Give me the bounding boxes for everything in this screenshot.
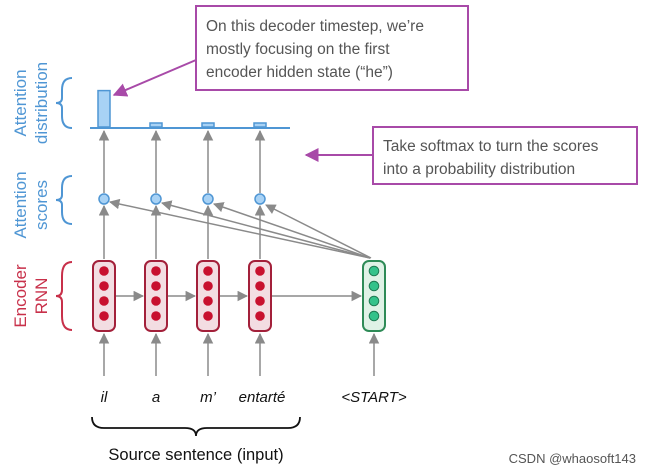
score-node-4 — [254, 193, 266, 205]
label-encoder-rnn-line2: RNN — [32, 278, 51, 315]
callout-softmax-box — [372, 126, 638, 185]
label-attention-distribution: Attention distribution — [11, 62, 73, 144]
encoder-to-score-arrows — [98, 204, 266, 259]
callout-first-state: On this decoder timestep, we’re mostly f… — [112, 5, 469, 97]
source-word-m: m’ — [200, 389, 216, 406]
label-attention-distribution-line1: Attention — [11, 69, 30, 136]
dec-score-arrow-1 — [108, 198, 371, 259]
score-to-distribution-arrows — [98, 129, 266, 193]
encoder-cell-4 — [248, 260, 272, 332]
callout-softmax: Take softmax to turn the scores into a p… — [304, 126, 638, 185]
encoder-cell-3 — [196, 260, 220, 332]
label-attention-scores: Attention scores — [11, 171, 73, 239]
brace-encoder-rnn — [55, 261, 73, 331]
distribution-bar-3 — [201, 122, 215, 128]
brace-attention-scores — [55, 175, 73, 225]
dec-score-arrow-2 — [160, 200, 371, 259]
source-sentence-brace — [91, 416, 301, 437]
dec-score-arrow-3 — [213, 202, 371, 259]
callout-first-state-pointer — [112, 59, 197, 97]
label-encoder-rnn: Encoder RNN — [11, 261, 73, 331]
distribution-bar-1 — [97, 89, 111, 128]
decoder-input-start: <START> — [341, 389, 407, 406]
callout-softmax-line2: into a probability distribution — [383, 161, 575, 178]
score-node-1 — [98, 193, 110, 205]
distribution-bars — [97, 89, 267, 128]
encoder-cells — [92, 260, 272, 332]
source-word-il: il — [101, 389, 108, 406]
callout-softmax-line1: Take softmax to turn the scores — [383, 138, 599, 155]
label-attention-scores-line2: scores — [32, 180, 51, 230]
label-encoder-rnn-line1: Encoder — [11, 264, 30, 328]
dec-score-arrow-4 — [265, 204, 372, 259]
label-attention-distribution-line2: distribution — [32, 62, 51, 144]
brace-attention-distribution — [55, 77, 73, 129]
distribution-bar-4 — [253, 122, 267, 128]
callout-first-state-box — [195, 5, 469, 91]
source-sentence-group: Source sentence (input) — [91, 416, 301, 464]
attention-score-nodes — [98, 193, 266, 205]
decoder-cell — [362, 260, 386, 332]
distribution-bar-2 — [149, 122, 163, 128]
source-word-a: a — [152, 389, 160, 406]
callout-first-state-line1: On this decoder timestep, we’re — [206, 18, 424, 35]
input-arrows — [98, 332, 380, 376]
watermark: CSDN @whaosoft143 — [509, 451, 636, 466]
decoder-to-score-arrows — [108, 198, 372, 259]
callout-first-state-line2: mostly focusing on the first — [206, 41, 390, 58]
encoder-cell-1 — [92, 260, 116, 332]
attention-distribution-chart — [90, 89, 290, 129]
label-attention-scores-line1: Attention — [11, 171, 30, 238]
encoder-cell-2 — [144, 260, 168, 332]
source-word-entarte: entarté — [239, 389, 286, 406]
score-node-3 — [202, 193, 214, 205]
callout-first-state-line3: encoder hidden state (“he”) — [206, 64, 393, 81]
score-node-2 — [150, 193, 162, 205]
source-sentence-caption: Source sentence (input) — [108, 446, 283, 464]
source-words: il a m’ entarté <START> — [101, 389, 407, 406]
